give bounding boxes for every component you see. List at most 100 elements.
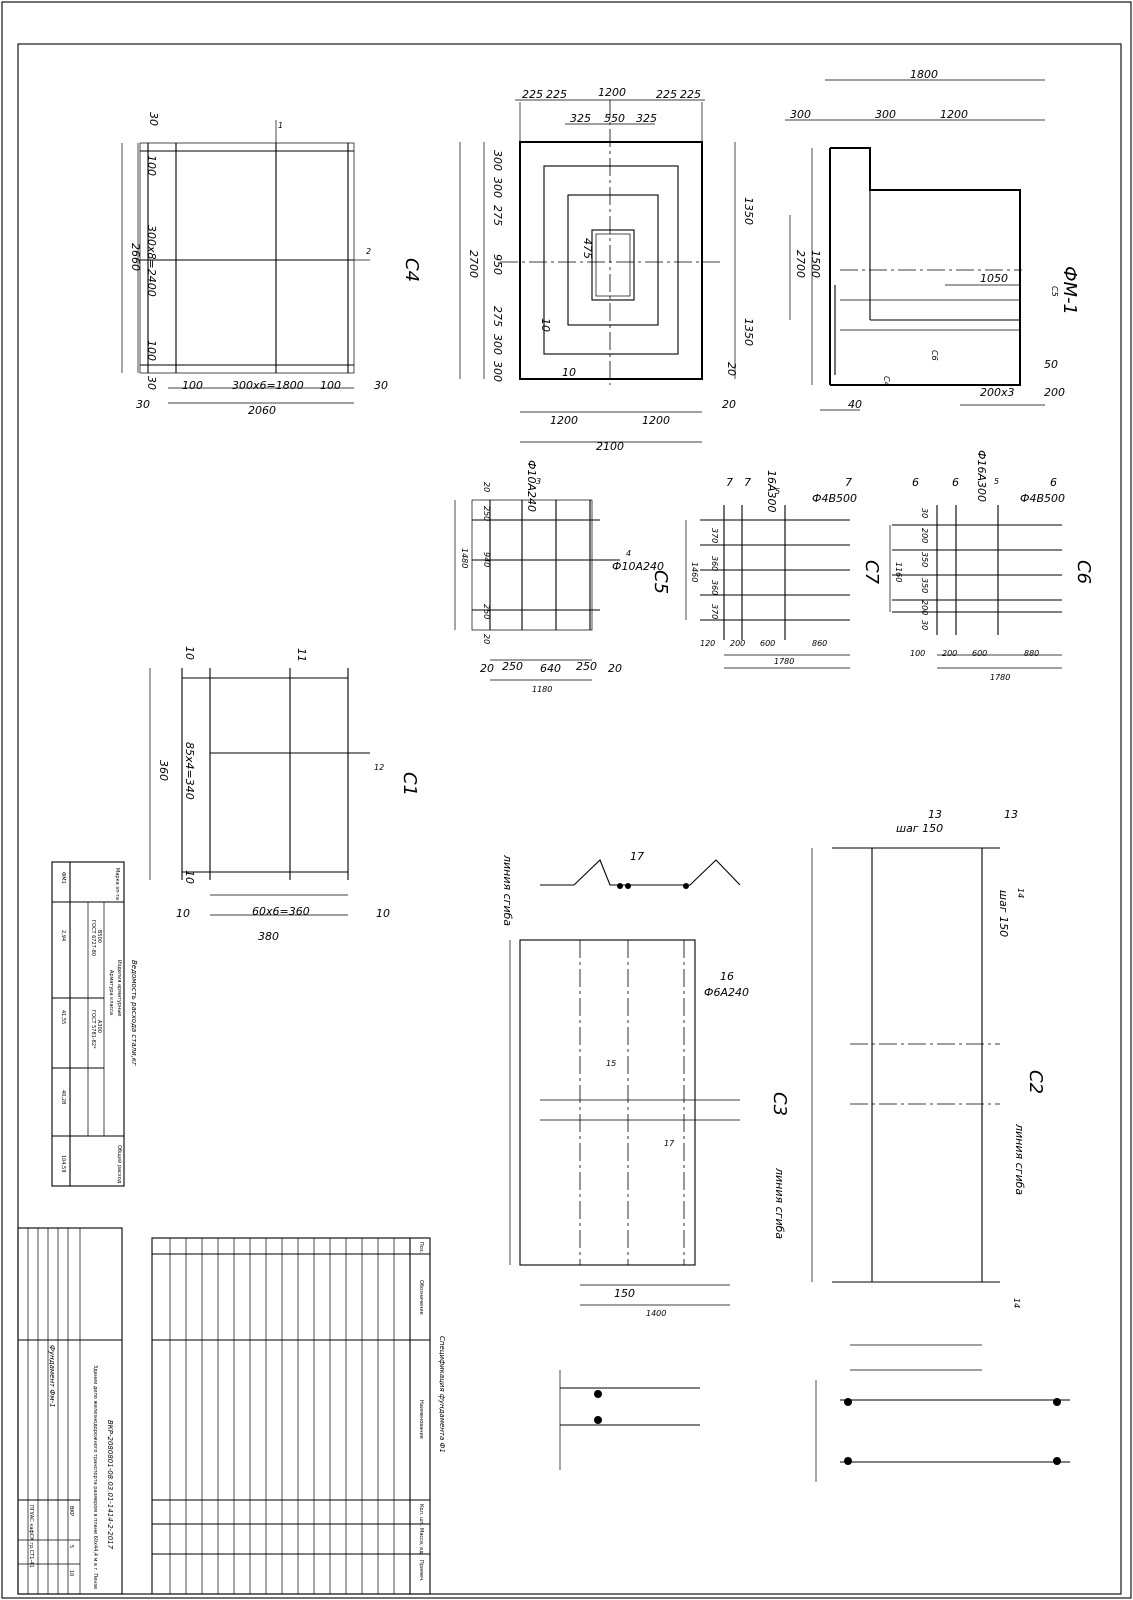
plan-dim-300b: 300 bbox=[491, 177, 504, 198]
label-c6: С6 bbox=[1073, 560, 1094, 584]
c5-pos-4: 4 bbox=[626, 549, 631, 558]
c6-dim-880: 880 bbox=[1024, 649, 1039, 658]
c6-pos-6b: 6 bbox=[952, 476, 959, 489]
c6-rebar-5: Ф16А300 bbox=[975, 450, 988, 502]
plan-dim-550: 550 bbox=[604, 112, 625, 125]
spec-note: Примеч. bbox=[418, 1560, 424, 1582]
c7-dim-370a: 370 bbox=[710, 528, 719, 543]
c4-dim-100a: 100 bbox=[145, 155, 158, 176]
stamp-stage: ВКР bbox=[68, 1506, 74, 1516]
c2-pos-14b: 14 bbox=[1012, 1298, 1021, 1308]
consumption-total: Общий расход bbox=[116, 1145, 123, 1184]
label-c4: С4 bbox=[401, 258, 422, 282]
c6-dim-100: 100 bbox=[910, 649, 925, 658]
c4-dim-2660: 2660 bbox=[129, 243, 142, 271]
c1-dim-60x6: 60х6=360 bbox=[252, 905, 310, 918]
plan-dim-225d: 225 bbox=[680, 88, 701, 101]
stamp-project: Здание депо железнодорожного транспорта … bbox=[92, 1365, 98, 1589]
c1-dim-85x4: 85х4=340 bbox=[183, 742, 196, 800]
section-fm1: 1800 300 300 1200 2700 1500 1050 С5 С6 С… bbox=[785, 68, 1080, 411]
label-c7: С7 bbox=[861, 560, 882, 585]
c3-dim-1400: 1400 bbox=[646, 1309, 666, 1318]
label-c2: С2 bbox=[1025, 1070, 1046, 1094]
mesh-c5: 3 Ф10А240 4 Ф10А240 20 250 1480 940 250 … bbox=[454, 460, 671, 694]
plan-dim-475: 475 bbox=[581, 238, 594, 259]
stamp-sheet-name: Фундамент Фм-1 bbox=[48, 1345, 56, 1408]
plan-dim-325b: 325 bbox=[636, 112, 657, 125]
c1-dim-380: 380 bbox=[258, 930, 279, 943]
c3-pos-15: 15 bbox=[606, 1059, 616, 1068]
c7-dim-1460: 1460 bbox=[690, 562, 699, 582]
c4-dim-30c: 30 bbox=[374, 379, 388, 392]
c1-pos-12: 12 bbox=[374, 763, 384, 772]
frame-c2: 13 шаг 150 13 14 шаг 150 линия сгиба 14 … bbox=[811, 808, 1046, 1371]
c6-dim-200a: 200 bbox=[920, 528, 929, 543]
c5-dim-1180: 1180 bbox=[532, 685, 552, 694]
plan-dim-20a: 20 bbox=[725, 362, 738, 376]
c4-dim-2060: 2060 bbox=[248, 404, 276, 417]
c5-dim-h640: 640 bbox=[540, 662, 561, 675]
plan-dim-275a: 275 bbox=[491, 205, 504, 226]
c7-pos-7a: 7 bbox=[726, 476, 733, 489]
c6-pos-5: 5 bbox=[994, 477, 999, 486]
plan-dim-1200: 1200 bbox=[598, 86, 626, 99]
c6-dim-350b: 350 bbox=[920, 578, 929, 593]
c2-cross-section bbox=[815, 1380, 1070, 1482]
consumption-v3: 40,28 bbox=[60, 1090, 66, 1104]
c6-dim-1780: 1780 bbox=[990, 673, 1010, 682]
c5-dim-20a: 20 bbox=[482, 482, 491, 492]
c5-rebar-3: Ф10А240 bbox=[525, 460, 538, 512]
label-c1: С1 bbox=[399, 772, 420, 796]
plan-dim-2100: 2100 bbox=[596, 440, 624, 453]
c4-dim-100d: 100 bbox=[320, 379, 341, 392]
consumption-product: Изделия арматурные bbox=[116, 960, 122, 1016]
c6-pos-6c: 6 bbox=[1050, 476, 1057, 489]
c4-dim-300x8: 300х8=2400 bbox=[145, 225, 158, 297]
c7-pos-7b: 7 bbox=[744, 476, 751, 489]
label-c5: С5 bbox=[650, 570, 671, 594]
c5-dim-h250a: 250 bbox=[502, 660, 523, 673]
c6-rebar-6: Ф4В500 bbox=[1020, 492, 1065, 505]
c5-pos-3: 3 bbox=[536, 477, 541, 486]
c5-dim-h250b: 250 bbox=[576, 660, 597, 673]
plan-dim-2700: 2700 bbox=[467, 250, 480, 278]
c4-dim-30d: 30 bbox=[136, 398, 150, 411]
c6-dim-350a: 350 bbox=[920, 552, 929, 567]
fm1-dim-50: 50 bbox=[1044, 358, 1058, 371]
c5-rebar-4: Ф10А240 bbox=[612, 560, 664, 573]
fm1-label-c4: С4 bbox=[882, 376, 891, 387]
plan-dim-20b: 20 bbox=[722, 398, 736, 411]
c3-cross-section bbox=[559, 1370, 700, 1470]
fm1-dim-300b: 300 bbox=[875, 108, 896, 121]
c6-dim-30a: 30 bbox=[920, 508, 929, 518]
c3-dim-150: 150 bbox=[614, 1287, 635, 1300]
spec-pos: Поз. bbox=[418, 1242, 424, 1253]
c3-pos-16: 16 bbox=[720, 970, 734, 983]
c6-pos-6a: 6 bbox=[912, 476, 919, 489]
stamp-code: ВКР-2080801-08.03.01-1414-2-2017 bbox=[106, 1420, 114, 1550]
c5-dim-1480: 1480 bbox=[460, 548, 469, 568]
stamp-org: ПГУАС кафСК гр.СТ1-41 bbox=[28, 1505, 34, 1568]
consumption-grade: Марка эл-та bbox=[114, 868, 120, 900]
c4-dim-100c: 100 bbox=[182, 379, 203, 392]
c7-pos-7c: 7 bbox=[845, 476, 852, 489]
plan-dim-1350b: 1350 bbox=[742, 318, 755, 346]
mesh-c6: 6 6 5 Ф16А300 6 Ф4В500 30 200 1160 350 3… bbox=[889, 450, 1094, 682]
title-block: ВКР-2080801-08.03.01-1414-2-2017 Здание … bbox=[17, 1227, 123, 1595]
c6-dim-1160: 1160 bbox=[894, 562, 903, 582]
c5-dim-20b: 20 bbox=[482, 634, 491, 644]
foundation-plan: 225 225 1200 225 225 325 550 325 300 300… bbox=[459, 86, 755, 453]
spec-mass: Масса, ед. bbox=[418, 1528, 424, 1556]
frame-c3: линия сгиба 17 16 Ф6А240 15 17 150 1400 … bbox=[501, 850, 790, 1318]
c1-dim-10b: 10 bbox=[183, 870, 196, 884]
c6-dim-600: 600 bbox=[972, 649, 987, 658]
c6-dim-30b: 30 bbox=[920, 620, 929, 630]
c3-pos-17b: 17 bbox=[664, 1139, 675, 1148]
plan-dim-300a: 300 bbox=[491, 150, 504, 171]
stamp-sheets: 10 bbox=[68, 1570, 74, 1576]
c1-dim-10a: 10 bbox=[183, 646, 196, 660]
c7-dim-200: 200 bbox=[730, 639, 745, 648]
fm1-label-c6: С6 bbox=[930, 350, 939, 361]
c5-dim-940: 940 bbox=[482, 552, 491, 567]
spec-name: Наименование bbox=[418, 1400, 424, 1439]
